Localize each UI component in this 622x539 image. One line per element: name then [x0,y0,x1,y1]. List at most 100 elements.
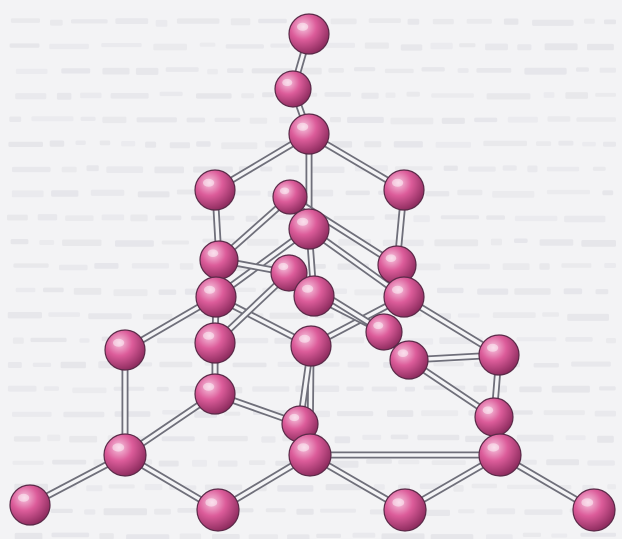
atom-highlight-e4 [581,498,594,507]
texture-mark [159,361,193,368]
texture-mark [486,93,531,100]
atom-highlight-l1 [113,338,125,347]
texture-mark [352,532,376,538]
atom-ml [195,276,237,318]
texture-mark [454,263,490,270]
texture-mark [212,534,240,539]
texture-mark [522,532,541,537]
texture-mark [492,312,536,318]
texture-mark [466,18,492,24]
texture-mark [477,288,509,295]
texture-mark [565,337,593,342]
texture-mark [155,19,168,27]
atom-m1 [194,373,236,415]
atom-b1 [103,433,147,477]
texture-mark [61,166,77,173]
texture-mark [241,93,255,99]
texture-mark [30,337,67,343]
texture-mark [13,263,49,268]
texture-mark [137,191,170,198]
texture-mark [558,140,574,146]
texture-mark [323,42,355,48]
texture-mark [60,361,86,369]
texture-mark [155,215,182,221]
texture-mark [235,337,269,344]
atom-highlight-t1 [282,78,293,87]
texture-mark [114,411,151,417]
atom-highlight-k1 [373,321,384,330]
texture-mark [43,386,59,391]
texture-mark [265,508,286,513]
texture-mark [595,92,616,97]
texture-mark [434,239,479,247]
texture-mark [31,116,74,122]
texture-mark [486,508,516,515]
texture-mark [565,92,588,99]
texture-mark [214,117,241,122]
texture-mark [473,385,487,392]
atom-b2 [288,433,332,477]
texture-mark [145,141,157,148]
texture-mark [11,190,44,198]
texture-mark [271,215,293,220]
texture-mark [502,165,517,171]
texture-mark [199,42,216,47]
texture-mark [476,68,512,73]
texture-mark [51,190,79,197]
texture-mark [595,289,609,295]
texture-mark [63,411,105,418]
texture-mark [270,43,290,48]
texture-mark [503,18,519,25]
texture-mark [217,460,238,467]
texture-mark [106,166,144,173]
texture-mark [159,91,183,97]
texture-mark [154,166,184,174]
texture-mark [543,410,585,416]
texture-mark [440,215,479,220]
atom-l2 [194,322,236,364]
texture-mark [169,142,190,149]
texture-mark [539,263,550,270]
texture-mark [581,240,616,247]
texture-mark [441,117,465,124]
atom-m3 [474,397,514,437]
texture-mark [153,43,187,51]
texture-mark [604,263,616,268]
atom-highlight-tl [203,178,215,187]
texture-mark [49,43,89,50]
atom-e3 [383,488,427,532]
texture-mark [387,410,414,417]
texture-mark [50,19,63,26]
atom-e2 [196,488,240,532]
texture-mark [571,361,611,367]
texture-mark [385,92,396,98]
texture-mark [285,165,299,172]
texture-mark [157,337,199,344]
texture-mark [9,43,40,48]
texture-mark [232,362,267,368]
texture-mark [607,484,616,490]
texture-mark [362,434,382,440]
texture-mark [245,215,258,222]
texture-mark [154,508,171,515]
atom-highlight-ml [204,285,216,294]
texture-mark [346,386,364,391]
texture-mark [516,337,557,342]
texture-mark [580,532,616,537]
texture-mark [9,116,22,122]
texture-mark [543,92,555,98]
texture-mark [551,385,590,393]
texture-mark [599,386,616,391]
texture-mark [90,189,125,196]
texture-mark [333,215,375,220]
atom-e1 [9,484,51,526]
texture-mark [366,459,392,464]
texture-mark [51,532,90,538]
texture-mark [161,240,189,245]
texture-mark [207,435,248,442]
atom-highlight-m2 [289,413,300,422]
texture-mark [514,238,528,243]
texture-mark [334,436,351,444]
texture-mark [279,116,293,124]
